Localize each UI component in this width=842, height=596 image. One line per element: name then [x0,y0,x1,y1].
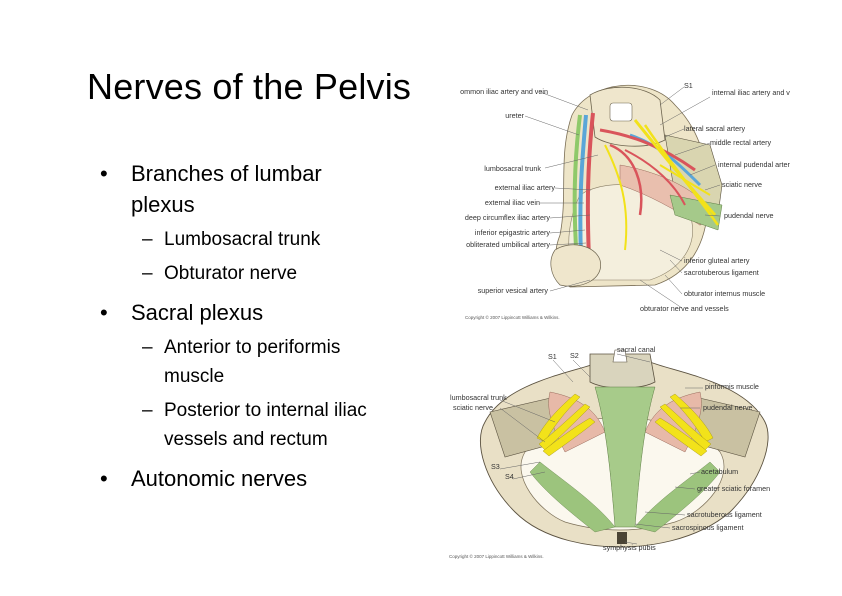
label-internal-iliac: internal iliac artery and vein [712,88,790,97]
sub-bullet-dash: – [142,337,153,358]
copyright-bottom: Copyright © 2007 Lippincott Williams & W… [449,553,544,559]
label-symphysis-pubis: symphysis pubis [603,543,656,552]
label-bottom-sciatic-nerve: sciatic nerve [453,403,493,412]
bullet-line: Branches of lumbar [131,161,322,186]
sub-bullet-dash: – [142,229,153,250]
sub-bullet-dash: – [142,400,153,421]
bullet-lumbar-plexus: • Branches of lumbar plexus [100,158,430,220]
bullet-sacral-plexus: • Sacral plexus [100,297,430,328]
sub-bullet-lumbosacral-trunk: – Lumbosacral trunk [100,225,430,254]
label-sacrospinous: sacrospinous ligament [672,523,744,532]
label-acetabulum: acetabulum [701,467,738,476]
figure-sacral-plexus-superior: S1 S2 lumbosacral trunk sciatic nerve S3… [445,342,805,564]
label-deep-circumflex: deep circumflex iliac artery [465,213,550,222]
label-sciatic-nerve: sciatic nerve [722,180,762,189]
label-superior-vesical: superior vesical artery [478,286,549,295]
sub-bullet-line: Obturator nerve [164,263,298,284]
label-bottom-s1: S1 [548,352,557,361]
label-ureter: ureter [505,111,524,120]
sub-bullet-obturator-nerve: – Obturator nerve [100,259,430,288]
label-obturator-nerve: obturator nerve and vessels [640,304,729,313]
label-bottom-s2: S2 [570,351,579,360]
bullet-dot: • [100,466,108,491]
bullet-line: Sacral plexus [131,300,264,325]
label-bottom-pudendal-nerve: pudendal nerve [703,403,753,412]
sub-bullet-line: Anterior to periformis [164,337,341,358]
sub-bullet-line: muscle [164,366,225,387]
label-sacral-canal: sacral canal [617,345,656,354]
label-lumbosacral-trunk: lumbosacral trunk [484,164,541,173]
label-piriformis-muscle: piriformis muscle [705,382,759,391]
label-s1: S1 [684,81,693,90]
label-greater-sciatic-foramen: greater sciatic foramen [697,484,770,493]
label-internal-pudendal: internal pudendal artery [718,160,790,169]
label-common-iliac: common iliac artery and vein [460,87,548,96]
label-pudendal-nerve: pudendal nerve [724,211,774,220]
label-external-iliac-vein: external iliac vein [485,198,540,207]
sub-bullet-line: vessels and rectum [164,429,328,450]
label-sacrotuberous: sacrotuberous ligament [684,268,759,277]
bullet-dot: • [100,300,108,325]
label-bottom-lumbosacral-trunk: lumbosacral trunk [450,393,507,402]
sub-bullet-dash: – [142,263,153,284]
label-external-iliac-artery: external iliac artery [495,183,556,192]
bullet-autonomic-nerves: • Autonomic nerves [100,463,430,494]
slide-title: Nerves of the Pelvis [87,66,412,107]
label-bottom-sacrotuberous: sacrotuberous ligament [687,510,762,519]
sub-bullet-anterior-periformis: – Anterior to periformis muscle [100,333,430,391]
sub-bullet-line: Lumbosacral trunk [164,229,321,250]
label-obliterated-umbilical: obliterated umbilical artery [466,240,550,249]
sub-bullet-line: Posterior to internal iliac [164,400,367,421]
label-bottom-s3: S3 [491,462,500,471]
bullet-dot: • [100,161,108,186]
label-inferior-gluteal: inferior gluteal artery [684,256,750,265]
bullet-line: Autonomic nerves [131,466,308,491]
label-lateral-sacral: lateral sacral artery [684,124,746,133]
sub-bullet-posterior-iliac: – Posterior to internal iliac vessels an… [100,396,430,454]
bullet-line: plexus [131,192,195,217]
copyright-top: Copyright © 2007 Lippincott Williams & W… [465,314,560,320]
label-middle-rectal: middle rectal artery [710,138,772,147]
label-inferior-epigastric: inferior epigastric artery [475,228,551,237]
bullet-list: • Branches of lumbar plexus – Lumbosacra… [100,158,430,494]
figure-pelvic-wall-lateral: common iliac artery and vein ureter lumb… [460,75,790,325]
label-obturator-internus: obturator internus muscle [684,289,765,298]
label-bottom-s4: S4 [505,472,514,481]
